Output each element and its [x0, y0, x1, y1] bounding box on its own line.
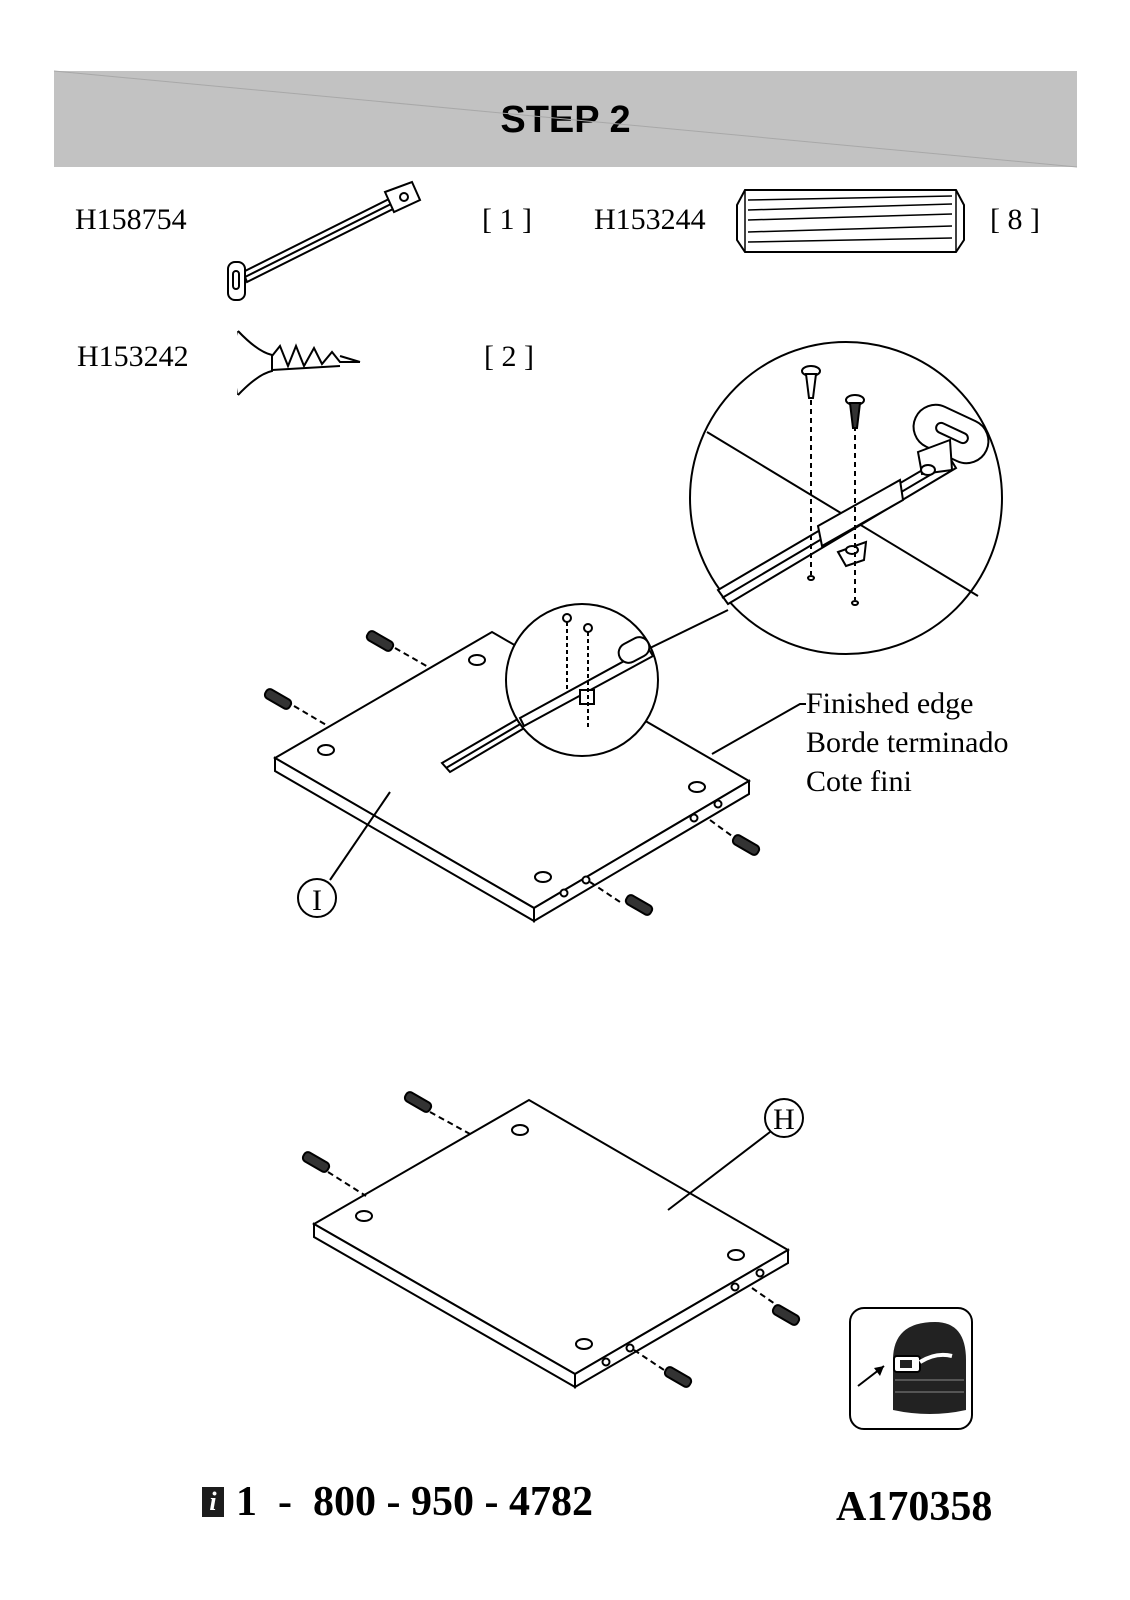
safety-glasses-icon — [849, 1307, 973, 1430]
callout-english: Finished edge — [806, 687, 974, 720]
detail-circle-large — [689, 341, 1003, 655]
detail-circle-small — [505, 603, 659, 757]
part-code-dowel: H153244 — [594, 203, 706, 236]
panel-i-label: I — [312, 884, 322, 917]
screw-icon — [237, 330, 361, 396]
panel-h-label: H — [773, 1103, 795, 1136]
part-qty-screw: [ 2 ] — [484, 340, 534, 373]
callout-spanish: Borde terminado — [806, 726, 1009, 759]
panel-h-drawing — [301, 1091, 801, 1389]
step-title: STEP 2 — [500, 99, 631, 141]
finished-edge-callout: Finished edge Borde terminado Cote fini — [806, 684, 1008, 801]
support-phone: 1 - 800 - 950 - 4782 — [236, 1479, 593, 1525]
callout-french: Cote fini — [806, 765, 912, 798]
model-code: A170358 — [836, 1484, 993, 1530]
part-qty-dowel: [ 8 ] — [990, 203, 1040, 236]
panel-i-marker — [297, 878, 337, 918]
part-code-screw: H153242 — [77, 340, 189, 373]
info-icon: i — [202, 1487, 224, 1517]
part-qty-bracket: [ 1 ] — [482, 203, 532, 236]
wood-dowel-icon — [736, 189, 965, 253]
part-code-bracket: H158754 — [75, 203, 187, 236]
stay-bracket-icon — [227, 180, 422, 301]
panel-h-marker — [764, 1098, 804, 1138]
